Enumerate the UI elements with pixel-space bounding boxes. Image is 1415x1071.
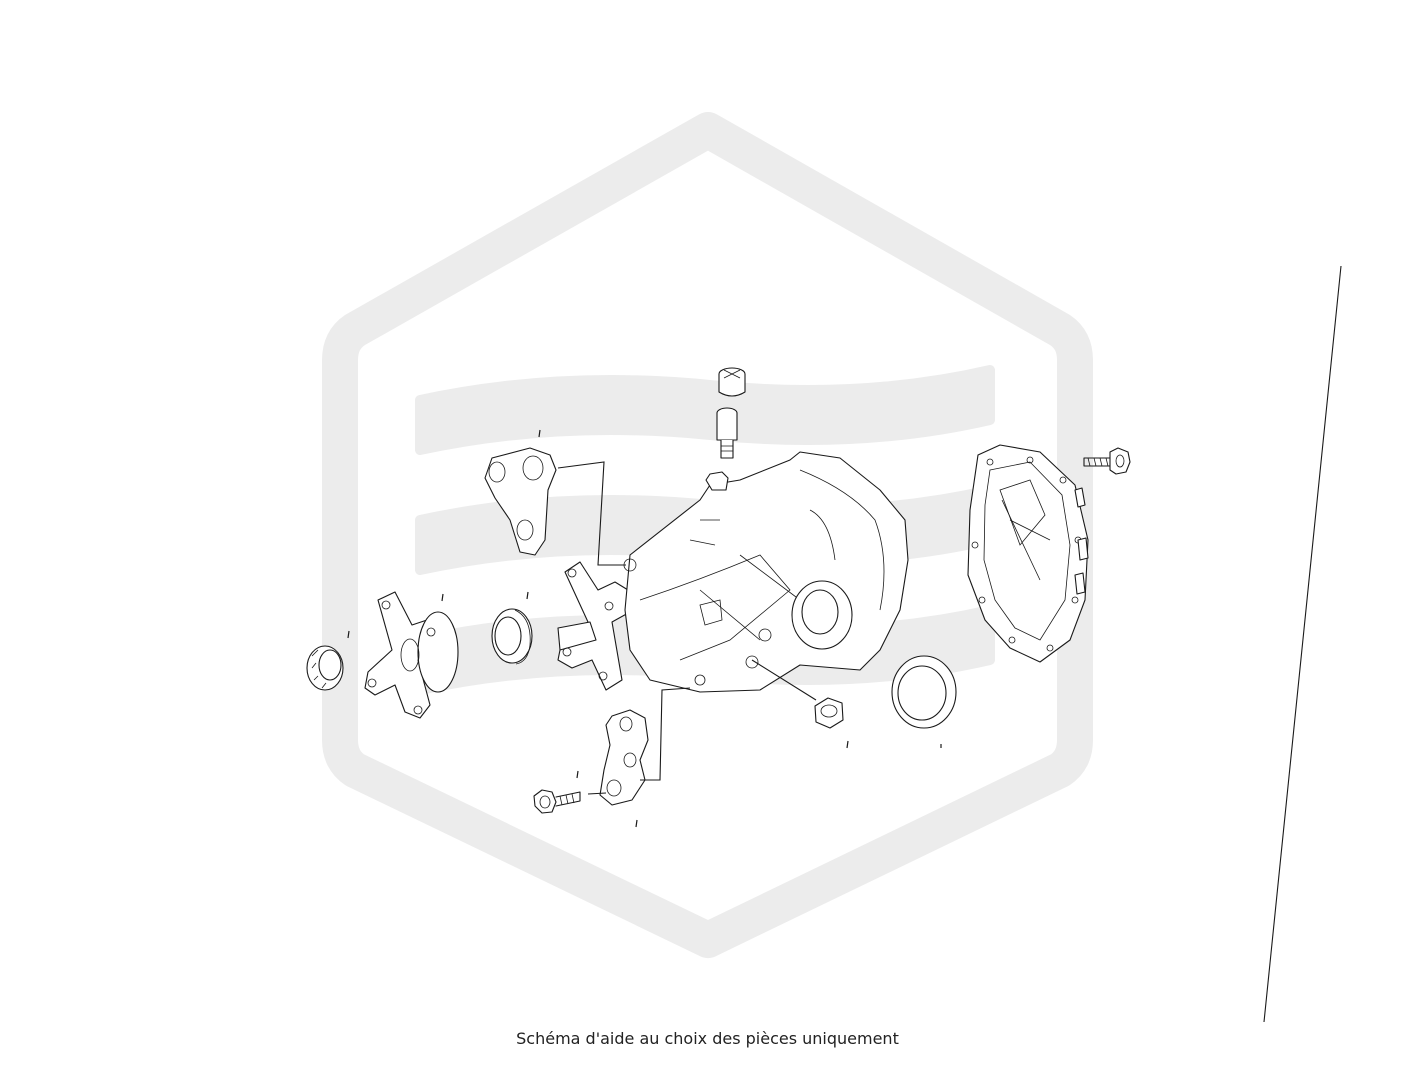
breather-cap[interactable] (718, 367, 746, 397)
oil-seal[interactable] (491, 591, 533, 665)
drain-plug[interactable] (814, 697, 849, 749)
upper-mount-bracket[interactable] (484, 429, 557, 556)
companion-flange[interactable] (557, 561, 631, 691)
leader-lower-bracket (640, 687, 691, 781)
leader-upper-bracket (557, 461, 626, 566)
differential-housing[interactable] (623, 451, 909, 693)
pinion-nut[interactable] (306, 630, 350, 691)
leader-drain-plug (751, 659, 817, 701)
cover-bolt[interactable] (1083, 447, 1131, 475)
breather-plug[interactable] (716, 407, 738, 459)
frame-line (1263, 265, 1342, 1023)
leader-bracket-bolt (587, 792, 607, 795)
input-flange[interactable] (364, 591, 459, 719)
lower-mount-bracket[interactable] (599, 709, 649, 828)
diagram-caption: Schéma d'aide au choix des pièces unique… (516, 1029, 899, 1048)
rear-cover[interactable] (967, 444, 1089, 663)
side-seal-ring[interactable] (891, 655, 957, 748)
bracket-bolt[interactable] (533, 770, 581, 814)
